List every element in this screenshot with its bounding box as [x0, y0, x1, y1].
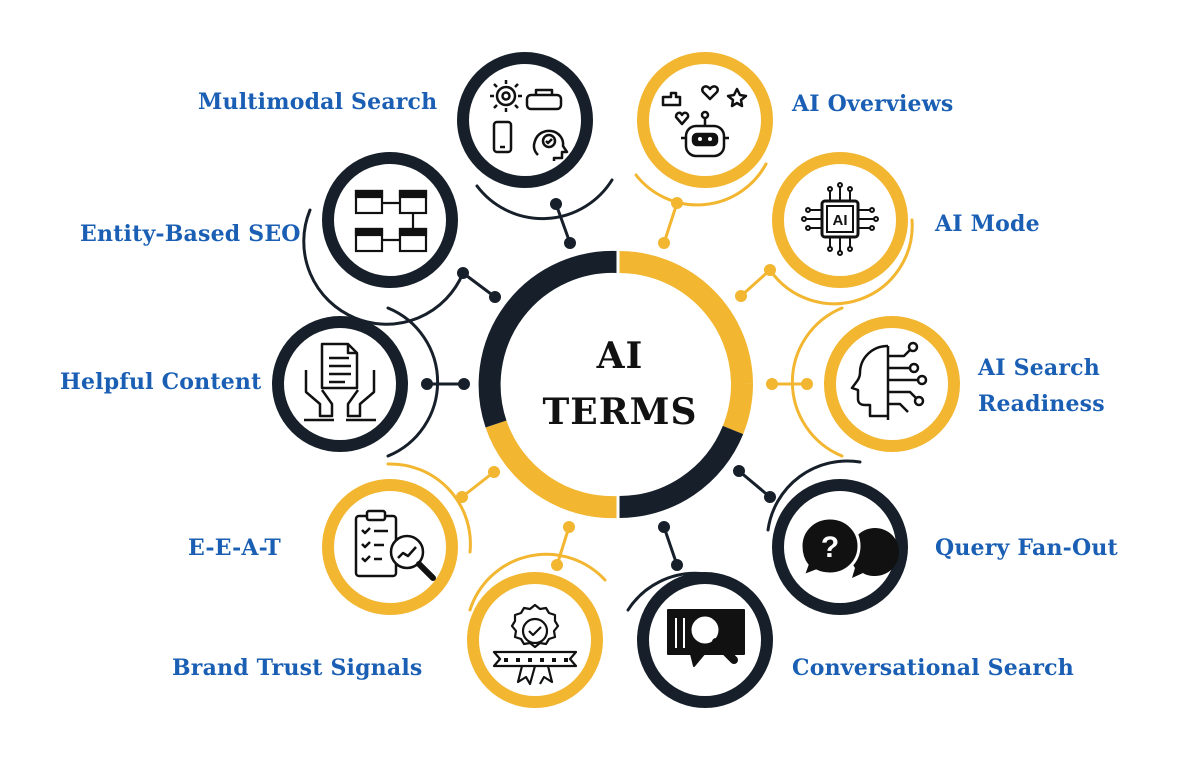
- label-ai-search-readiness: AI Search Readiness: [978, 355, 1105, 417]
- center-ring-dark-left: [478, 250, 619, 428]
- label-conversational-search: Conversational Search: [792, 655, 1074, 681]
- label-helpful-content: Helpful Content: [60, 369, 262, 395]
- clipboard-analytics-icon: [354, 509, 436, 581]
- title-line-2: TERMS: [542, 391, 698, 433]
- center-ring-yellow-right: [617, 250, 753, 385]
- label-brand-trust-signals: Brand Trust Signals: [172, 655, 423, 681]
- question-bubbles-icon: ?: [799, 516, 899, 579]
- label-e-e-a-t: E-E-A-T: [188, 535, 281, 561]
- node-helpful-content: [272, 316, 408, 452]
- connector-dots: [421, 197, 813, 571]
- ai-chip-icon: AI: [801, 182, 879, 256]
- document-hands-icon: [304, 342, 376, 422]
- svg-text:AI: AI: [833, 212, 848, 229]
- label-ai-overviews: AI Overviews: [792, 91, 954, 117]
- center-ring-dark-lower-right: [617, 425, 744, 519]
- ai-robot-icon: [661, 85, 748, 158]
- node-brand-trust-signals: [467, 572, 603, 708]
- center-ring-yellow-lower-right: [722, 383, 753, 435]
- badge-stars-icon: [492, 603, 578, 686]
- svg-text:?: ?: [821, 531, 839, 564]
- node-e-e-a-t: [322, 479, 458, 615]
- node-entity-based-seo: [322, 152, 458, 288]
- connectors: [302, 162, 914, 622]
- label-entity-based-seo: Entity-Based SEO: [80, 221, 301, 247]
- label-multimodal-search: Multimodal Search: [198, 89, 438, 115]
- node-ai-search-readiness: [824, 316, 960, 452]
- title-line-1: AI: [596, 335, 644, 377]
- node-multimodal-search: [457, 52, 593, 188]
- center-ring: [478, 250, 753, 519]
- diagram-title: AI TERMS: [510, 328, 730, 440]
- center-ring-yellow-lower-left: [485, 420, 619, 519]
- search-chat-icon: [667, 609, 745, 667]
- label-query-fan-out: Query Fan-Out: [935, 535, 1118, 561]
- entity-diagram-icon: [354, 189, 428, 253]
- label-ai-mode: AI Mode: [935, 211, 1040, 237]
- multimodal-icon: [490, 80, 569, 161]
- ai-head-circuit-icon: [850, 341, 928, 420]
